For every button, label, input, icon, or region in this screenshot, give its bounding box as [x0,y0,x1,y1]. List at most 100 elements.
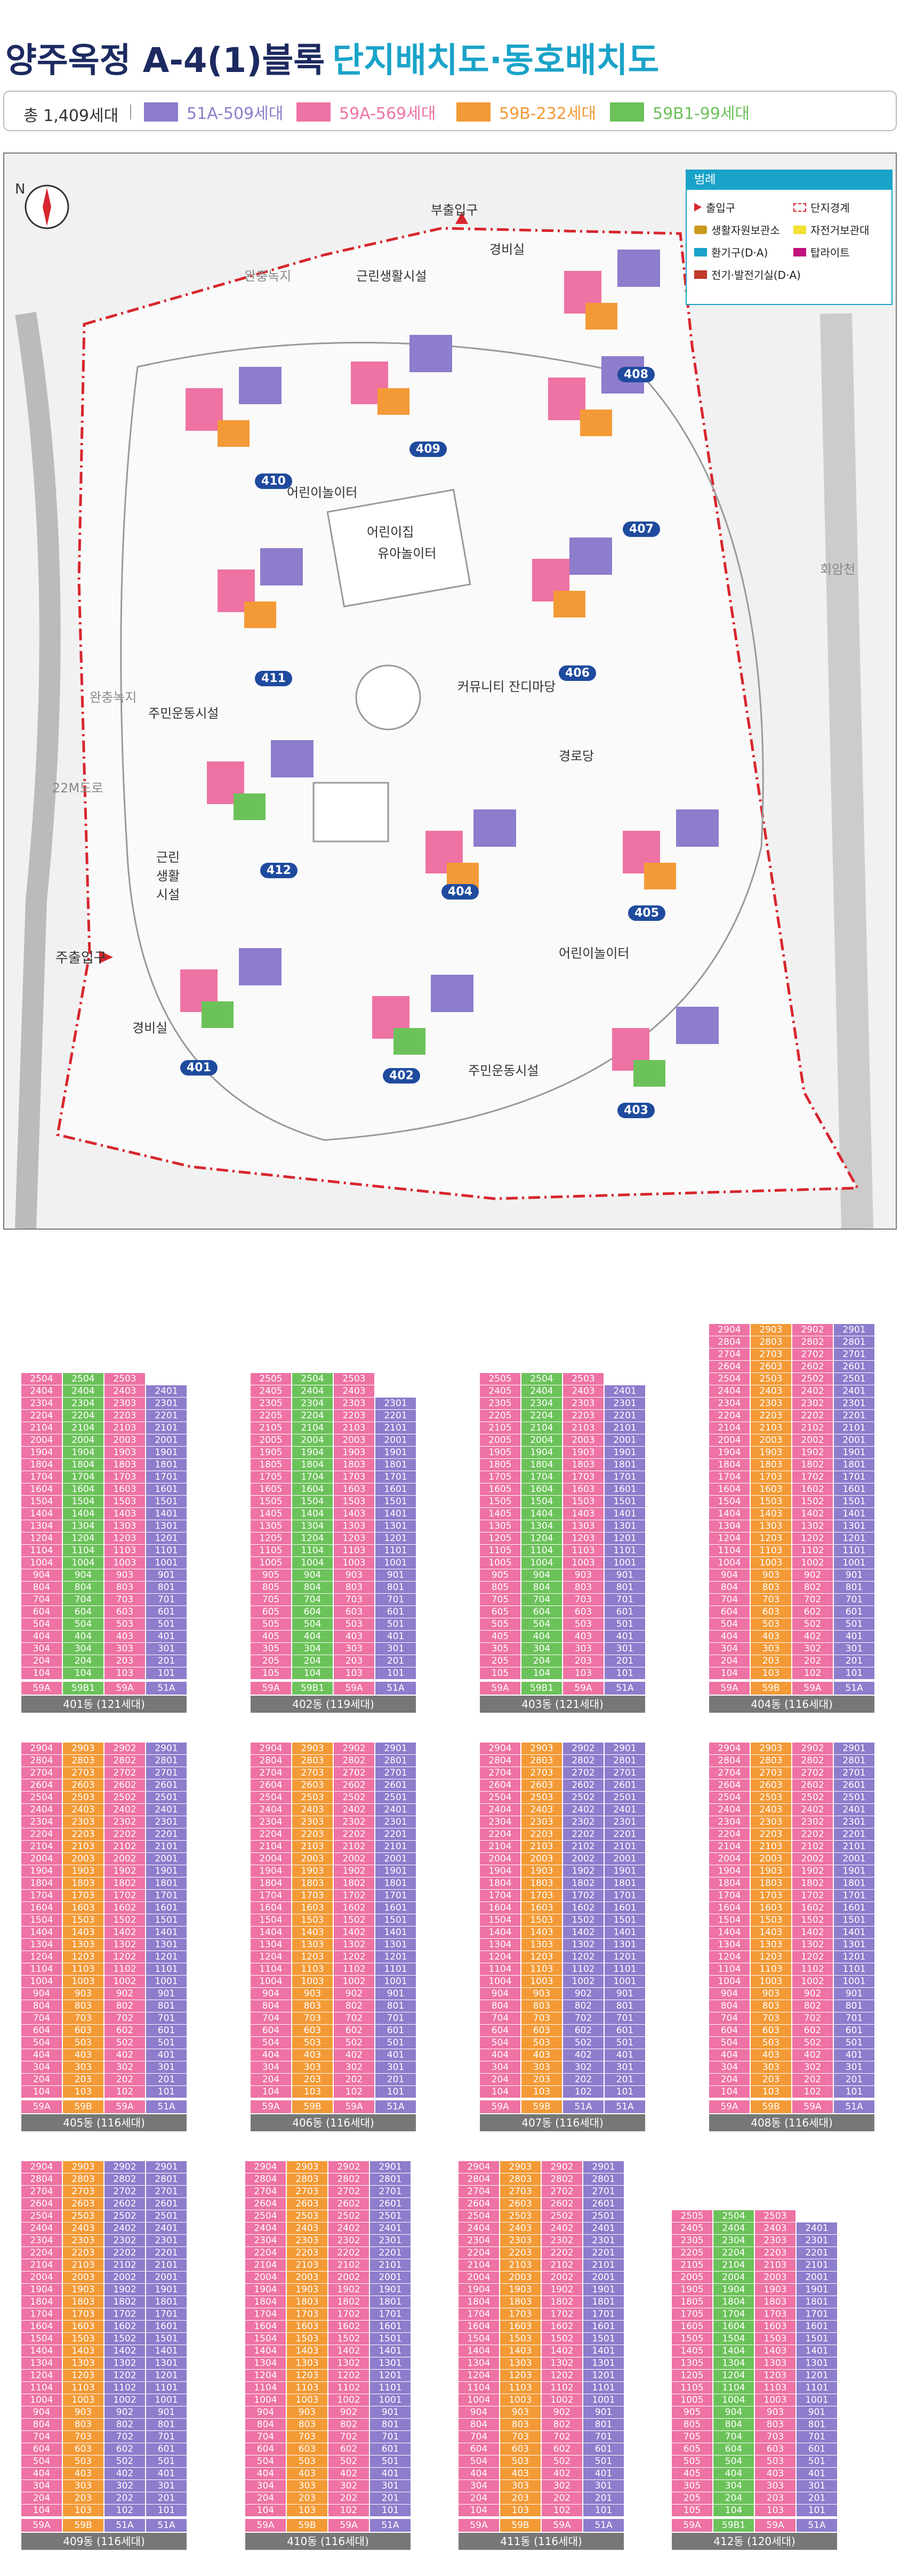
unit-cell: 1803 [292,1877,333,1889]
unit-cell: 204 [21,2074,62,2085]
unit-cell: 2003 [751,1434,791,1446]
unit-cell: 1201 [583,2370,624,2381]
unit-cell: 1901 [605,1865,645,1877]
unit-cell: 801 [146,2419,187,2430]
unit-cell: 1301 [834,1520,874,1532]
unit-cell: 2303 [500,2235,541,2246]
unit-cell: 304 [251,2061,291,2073]
unit-cell: 2401 [375,1804,416,1816]
unit-cell: 1803 [334,1459,374,1471]
unit-type-label: 51A [583,2519,624,2532]
unit-cell: 2103 [755,2259,795,2271]
unit-cell: 1904 [713,2284,754,2296]
unit-cell: 2202 [792,1410,833,1422]
map-legend-item: 환기구(D·A) [694,244,768,260]
building-badge[interactable]: 403 [617,1103,655,1118]
unit-cell: 2104 [63,1422,103,1434]
unit-cell: 2205 [672,2247,712,2259]
unit-cell: 2002 [334,1853,374,1865]
unit-cell: 1303 [755,2357,795,2369]
building-name: 411동 (116세대) [459,2533,624,2550]
unit-cell: 1503 [521,1914,562,1926]
facility-label: 경비실 [132,1021,168,1036]
unit-cell: 2204 [245,2247,286,2259]
unit-cell: 604 [21,2443,62,2455]
building-badge[interactable]: 401 [180,1060,218,1076]
unit-cell: 2105 [480,1422,520,1434]
unit-cell: 303 [63,2061,103,2073]
unit-cell: 1002 [792,1976,833,1987]
unit-cell: 102 [105,2505,145,2516]
unit-cell: 2405 [251,1385,291,1397]
buffer-green-label: 완충녹지 [244,269,292,284]
unit-cell: 604 [709,1606,750,1618]
unit-cell: 2902 [105,1743,145,1754]
unit-cell: 705 [251,1594,291,1606]
unit-cell: 503 [63,2455,103,2467]
unit-cell: 1102 [542,2382,582,2394]
unit-cell: 603 [500,2443,541,2455]
unit-type-label: 59B [521,2100,562,2113]
unit-cell: 1201 [605,1951,645,1963]
unit-cell: 1701 [583,2308,624,2320]
unit-cell: 303 [334,1643,374,1655]
unit-cell: 1003 [292,1976,333,1987]
unit-cell: 2204 [713,2247,754,2259]
unit-cell: 2201 [605,1828,645,1840]
building-badge[interactable]: 411 [255,671,292,686]
unit-cell: 1304 [245,2357,286,2369]
unit-cell: 2305 [480,1398,520,1409]
unit-cell: 904 [251,1988,291,2000]
unit-cell: 703 [63,2012,103,2024]
unit-cell: 2004 [21,1853,62,1865]
unit-cell: 1602 [105,2321,145,2332]
unit-cell: 1803 [105,1459,145,1471]
unit-cell: 1102 [563,1963,604,1975]
building-badge[interactable]: 407 [623,521,660,537]
site-plan-drawing [4,154,896,1229]
unit-cell: 2505 [480,1373,520,1385]
building-badge[interactable]: 408 [617,367,655,382]
building-badge[interactable]: 409 [409,442,447,457]
unit-type-label: 59B [751,2100,791,2113]
unit-cell: 1304 [521,1520,562,1532]
unit-cell: 105 [251,1667,291,1679]
unit-cell: 1703 [334,1471,374,1483]
unit-cell: 2102 [792,1422,833,1434]
unit-cell: 504 [63,1618,103,1630]
building-badge[interactable]: 404 [441,884,479,900]
building-badge[interactable]: 410 [255,474,292,489]
building-badge[interactable]: 402 [383,1068,420,1084]
unit-cell: 2204 [480,1828,520,1840]
unit-cell: 1501 [375,1914,416,1926]
unit-cell: 1903 [287,2284,327,2296]
map-legend-item: 전기·발전기실(D·A) [694,267,801,282]
building-badge[interactable]: 406 [559,665,596,681]
unit-cell: 2801 [583,2173,624,2185]
unit-cell: 601 [146,2443,187,2455]
unit-cell: 1503 [751,1496,791,1507]
unit-cell: 1801 [146,1459,187,1471]
unit-cell: 901 [146,2406,187,2418]
building-badge[interactable]: 412 [260,863,298,878]
unit-cell: 2601 [146,2198,187,2210]
unit-cell: 705 [480,1594,520,1606]
unit-cell: 2001 [370,2272,411,2283]
unit-cell: 2502 [792,1792,833,1803]
unit-cell: 903 [751,1988,791,2000]
building-badge[interactable]: 405 [628,905,665,921]
unit-cell: 103 [521,2086,562,2098]
unit-cell: 1603 [755,2321,795,2332]
unit-cell: 2204 [21,1828,62,1840]
unit-cell: 2601 [146,1779,187,1791]
unit-cell: 404 [713,2468,754,2479]
unit-cell: 1803 [63,2296,103,2308]
unit-cell: 2203 [751,1410,791,1422]
unit-cell: 803 [751,1582,791,1593]
unit-cell: 1303 [292,1939,333,1951]
unit-cell: 1601 [605,1483,645,1495]
unit-cell: 604 [480,2025,520,2036]
unit-cell: 1701 [370,2308,411,2320]
unit-cell: 1703 [500,2308,541,2320]
